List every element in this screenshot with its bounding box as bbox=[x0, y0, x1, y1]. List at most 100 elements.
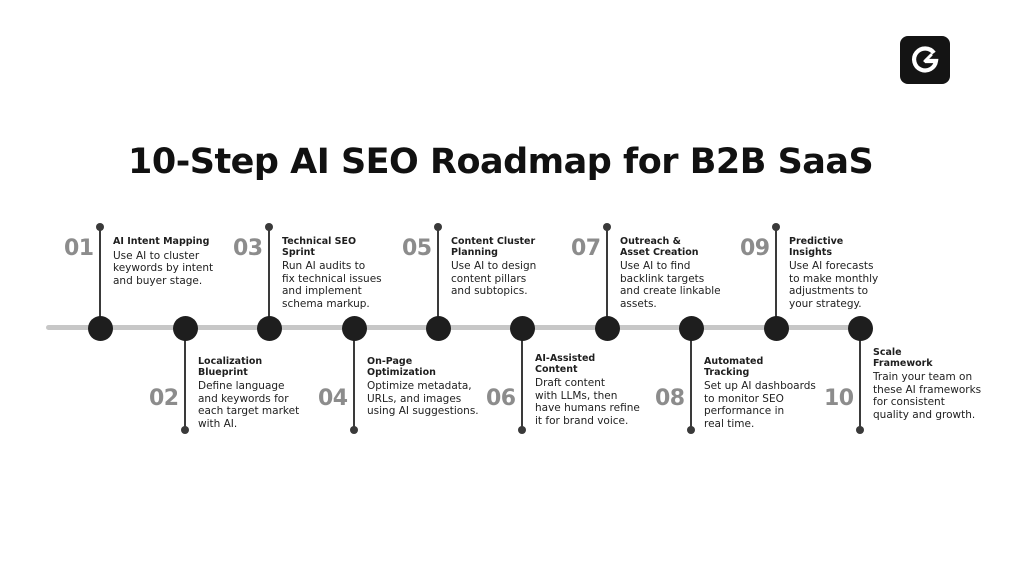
step-9-connector bbox=[775, 227, 777, 328]
step-2-node bbox=[172, 315, 198, 341]
step-4-pin bbox=[350, 426, 358, 434]
step-3-number: 03 bbox=[233, 236, 263, 261]
step-title-line: Technical SEO bbox=[282, 236, 357, 247]
step-7-node bbox=[594, 315, 620, 341]
step-title-line: Localization bbox=[198, 356, 263, 367]
page-title: 10-Step AI SEO Roadmap for B2B SaaS bbox=[128, 142, 874, 182]
step-description-line: performance in bbox=[704, 405, 785, 418]
step-4-number: 04 bbox=[318, 386, 348, 411]
step-description-line: and buyer stage. bbox=[113, 274, 203, 287]
step-description-line: it for brand voice. bbox=[535, 414, 629, 427]
step-6-node bbox=[509, 315, 535, 341]
step-5-number: 05 bbox=[402, 236, 432, 261]
step-9-number: 09 bbox=[740, 236, 770, 261]
step-description-line: and subtopics. bbox=[451, 285, 528, 298]
step-5-node bbox=[425, 315, 451, 341]
step-title-line: Sprint bbox=[282, 246, 315, 258]
step-description-line: these AI frameworks bbox=[873, 383, 982, 396]
step-description-line: assets. bbox=[620, 297, 657, 310]
step-2-number: 02 bbox=[149, 386, 179, 411]
step-description-line: backlink targets bbox=[620, 272, 705, 285]
step-description-line: Optimize metadata, bbox=[367, 380, 472, 392]
step-description-line: Train your team on bbox=[873, 371, 973, 383]
step-description-line: content pillars bbox=[451, 272, 527, 285]
step-title-line: Outreach & bbox=[620, 236, 681, 247]
step-1-title: AI Intent Mapping bbox=[113, 236, 213, 248]
step-3-connector bbox=[268, 227, 270, 328]
step-description-line: with LLMs, then bbox=[535, 389, 618, 402]
step-description-line: Draft content bbox=[535, 377, 606, 389]
step-6-pin bbox=[518, 426, 526, 434]
step-description-line: using AI suggestions. bbox=[367, 405, 479, 418]
step-7-connector bbox=[606, 227, 608, 328]
step-description-line: for consistent bbox=[873, 396, 945, 409]
step-title-line: Scale bbox=[873, 347, 902, 358]
step-description-line: URLs, and images bbox=[367, 392, 462, 405]
step-title-line: Blueprint bbox=[198, 366, 248, 378]
step-10-node bbox=[847, 315, 873, 341]
step-9-node bbox=[763, 315, 789, 341]
step-1-connector bbox=[99, 227, 101, 328]
step-description-line: have humans refine bbox=[535, 402, 640, 415]
step-2-connector bbox=[184, 328, 186, 430]
step-6-number: 06 bbox=[486, 386, 516, 411]
step-description-line: keywords by intent bbox=[113, 262, 214, 275]
step-description-line: quality and growth. bbox=[873, 408, 976, 421]
step-description-line: your strategy. bbox=[789, 297, 862, 310]
g-gauge-logo-icon bbox=[912, 46, 939, 73]
step-description-line: with AI. bbox=[198, 417, 238, 430]
step-title-line: AI-Assisted bbox=[535, 353, 596, 364]
step-3-pin bbox=[265, 223, 273, 231]
step-description-line: Use AI to cluster bbox=[113, 249, 200, 262]
step-7-number: 07 bbox=[571, 236, 601, 261]
step-8-number: 08 bbox=[655, 386, 685, 411]
step-title-line: Asset Creation bbox=[620, 246, 699, 258]
step-description-line: adjustments to bbox=[789, 285, 869, 298]
step-description-line: schema markup. bbox=[282, 297, 370, 310]
step-5-pin bbox=[434, 223, 442, 231]
step-4-connector bbox=[353, 328, 355, 430]
step-description-line: Use AI forecasts bbox=[789, 260, 874, 272]
step-7-title: Outreach &Asset Creation bbox=[620, 236, 721, 258]
step-description-line: to monitor SEO bbox=[704, 392, 784, 405]
step-7-pin bbox=[603, 223, 611, 231]
step-title-line: Content Cluster bbox=[451, 236, 536, 247]
step-title-line: Planning bbox=[451, 246, 498, 258]
step-description-line: and implement bbox=[282, 285, 362, 298]
step-description-line: and create linkable bbox=[620, 285, 721, 298]
step-description-line: each target market bbox=[198, 405, 300, 418]
step-1-number: 01 bbox=[64, 236, 94, 261]
step-description-line: Use AI to find bbox=[620, 260, 691, 272]
step-9-pin bbox=[772, 223, 780, 231]
step-3-node bbox=[256, 315, 282, 341]
step-8-connector bbox=[690, 328, 692, 430]
step-title-line: Automated bbox=[704, 356, 764, 367]
step-description-line: real time. bbox=[704, 417, 755, 430]
step-10-number: 10 bbox=[824, 386, 854, 411]
step-title-line: Insights bbox=[789, 246, 832, 258]
step-description-line: to make monthly bbox=[789, 272, 879, 285]
step-10-pin bbox=[856, 426, 864, 434]
step-5-connector bbox=[437, 227, 439, 328]
step-1-pin bbox=[96, 223, 104, 231]
step-8-node bbox=[678, 315, 704, 341]
